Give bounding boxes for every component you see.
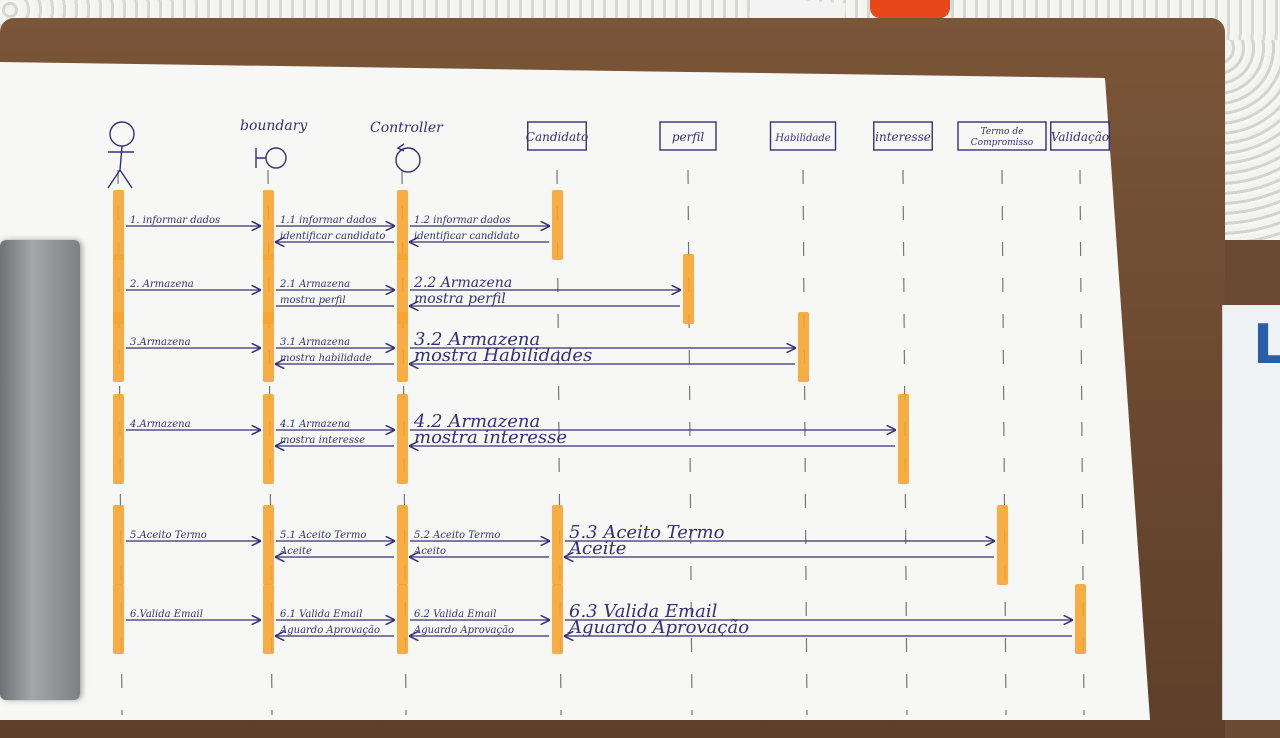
message-label: 2. Armazena [129,279,194,290]
header-habilidade: Habilidade [769,121,837,151]
message-label: 6.2 Valida Email [414,609,496,620]
activation-validacao-6 [1075,584,1086,654]
message-label: 5.Aceito Termo [130,530,207,541]
return-label: mostra interesse [280,435,365,446]
activation-actor-5 [113,505,124,585]
activation-controller-2 [397,254,408,324]
header-actor [107,121,135,189]
activation-candidato-5 [552,505,563,585]
message-label: 5.1 Aceito Termo [280,530,366,541]
lifeline-label-perfil: perfil [672,130,705,144]
return-label: Aguardo Aprovação [413,625,514,636]
return-label: mostra perfil [414,291,506,307]
message-label: 1. informar dados [130,215,220,226]
return-label: Aceite [567,538,626,559]
activation-habilidade-3 [798,312,809,382]
message-label: 6.3 Valida Email [569,601,718,622]
lifeline-label-interesse: interesse [875,130,931,144]
activation-controller-1 [397,190,408,260]
control-arrow [396,143,405,152]
lifeline-box-perfil [659,121,717,151]
message-label: 4.2 Armazena [413,411,540,432]
return-label: Aceito [413,546,446,557]
activation-candidato-6 [552,584,563,654]
lifeline-label-boundary: boundary [240,118,308,134]
message-label: 4.Armazena [129,419,191,430]
activation-controller-4 [397,394,408,484]
return-label: Aguardo Aprovação [279,625,380,636]
header-candidato: Candidato [526,121,588,151]
activation-perfil-2 [683,254,694,324]
boundary-bar [255,148,266,168]
activation-boundary-4 [263,394,274,484]
actor-body [107,145,134,189]
message-label: 2.1 Armazena [279,279,350,290]
message-label: 4.1 Armazena [279,419,350,430]
lifeline-box-candidato [527,121,587,151]
activation-boundary-3 [263,312,274,382]
return-label: Aguardo Aprovação [567,617,749,638]
lifeline-box-habilidade [769,121,837,151]
activation-actor-1 [113,190,124,260]
message-label: 1.2 informar dados [414,215,511,226]
message-label: 5.3 Aceito Termo [569,522,725,543]
message-label: 3.2 Armazena [414,329,540,350]
message-label: 3.1 Armazena [280,337,350,348]
sequence-diagram: 1. informar dados 1.1 informar dados 1.2 i… [0,62,1150,720]
header-perfil: perfil [659,121,717,151]
metal-clip [0,240,80,700]
message-label: 6.1 Valida Email [280,609,362,620]
activation-controller-5 [397,505,408,585]
lifeline-label-validacao: Validação [1051,130,1109,144]
activation-boundary-2 [263,254,274,324]
header-boundary: boundary [240,118,308,169]
lifeline-box-termo [957,121,1047,151]
message-label: 5.2 Aceito Termo [414,530,500,541]
header-interesse: interesse [873,121,933,151]
lifeline-box-interesse [873,121,933,151]
return-label: mostra interesse [414,427,567,448]
activations-layer [113,190,1086,654]
ruler-mark: L [1253,313,1280,376]
return-label: mostra Habilidades [414,345,592,366]
activation-candidato-1 [552,190,563,260]
activation-boundary-6 [263,584,274,654]
activation-actor-2 [113,254,124,324]
message-label: 1.1 informar dados [280,215,377,226]
return-label: mostra perfil [280,295,346,306]
activation-controller-3 [397,312,408,382]
lifeline-label-habilidade: Habilidade [774,133,830,144]
return-label: mostra habilidade [280,353,372,364]
activation-boundary-5 [263,505,274,585]
message-label: 6.Valida Email [130,609,203,620]
return-label: identificar candidato [414,231,519,242]
message-label: 2.2 Armazena [413,275,512,291]
lifeline-box-validacao [1050,121,1110,151]
activation-interesse-4 [898,394,909,484]
activation-controller-6 [397,584,408,654]
orange-pen [870,0,950,18]
lifeline-label-candidato: Candidato [526,130,588,144]
activation-boundary-1 [263,190,274,260]
activation-actor-4 [113,394,124,484]
lifeline-label-controller: Controller [370,120,444,136]
message-label: 3.Armazena [130,337,191,348]
return-label: identificar candidato [280,231,385,242]
ruler: L [1222,305,1280,720]
messages-layer: 1. informar dados 1.1 informar dados 1.2 i… [126,215,1072,638]
header-controller: Controller [370,120,444,173]
activation-termo-5 [997,505,1008,585]
activation-actor-3 [113,312,124,382]
control-icon [395,147,421,173]
header-validacao: Validação [1050,121,1110,151]
return-label: Aceite [279,546,312,557]
activation-actor-6 [113,584,124,654]
